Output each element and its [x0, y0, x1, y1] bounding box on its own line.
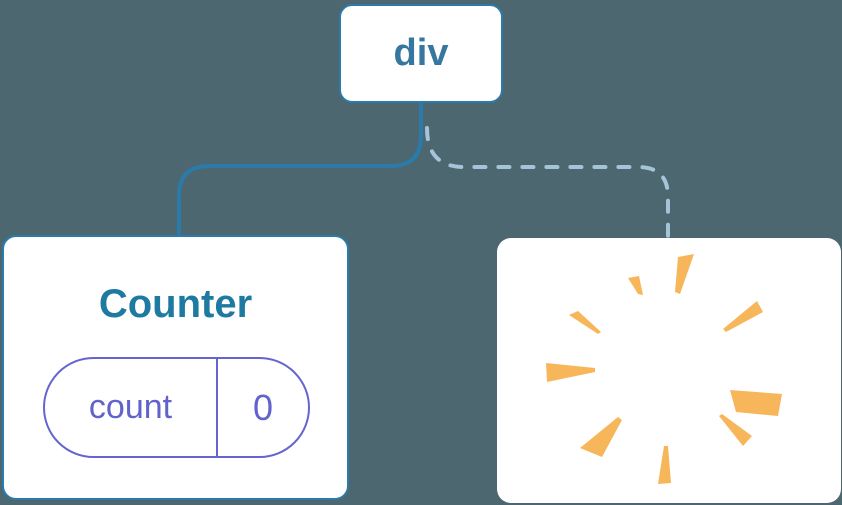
node-counter-label: Counter	[98, 282, 253, 326]
state-pill: count 0	[43, 357, 310, 458]
connector-dashed-div-to-destroyed	[425, 126, 670, 240]
node-div: div	[339, 4, 503, 103]
state-pill-value: 0	[252, 386, 274, 428]
state-pill-name: count	[45, 359, 218, 456]
connector-solid-div-to-counter	[177, 103, 423, 235]
node-destroyed	[497, 238, 841, 503]
node-div-label: div	[393, 32, 449, 74]
node-counter: Counter count 0	[2, 235, 349, 500]
